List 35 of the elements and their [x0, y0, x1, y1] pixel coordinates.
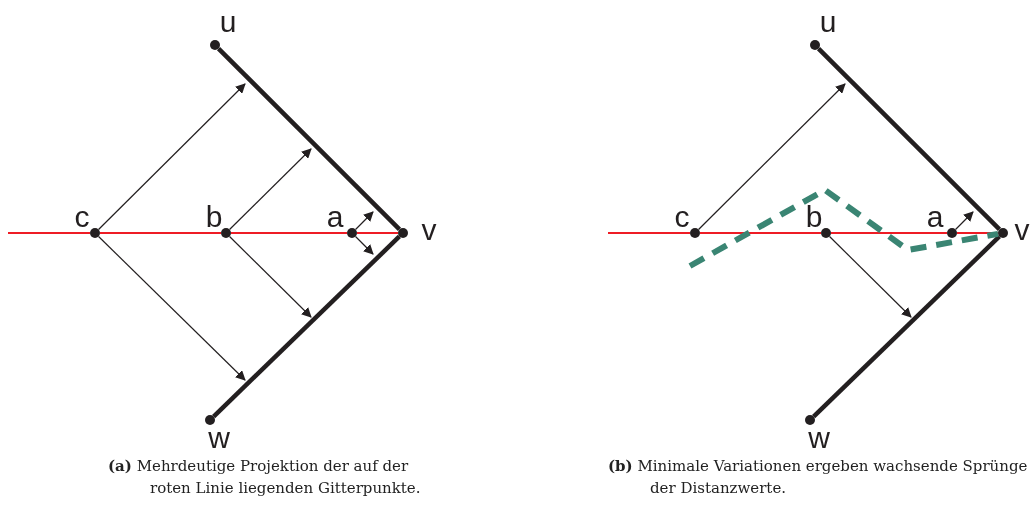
thick-line	[216, 46, 402, 232]
arrow	[697, 83, 846, 231]
thick-line	[812, 234, 1001, 419]
arrow	[954, 211, 974, 231]
point-label: a	[926, 202, 944, 232]
point-label: u	[219, 7, 237, 37]
dashed-path	[688, 186, 999, 269]
line	[607, 232, 691, 234]
line	[7, 232, 91, 234]
point-label: b	[805, 202, 823, 232]
line	[830, 232, 948, 234]
point-label: c	[74, 202, 90, 232]
arrow	[354, 211, 374, 231]
line	[99, 232, 222, 234]
point-label: v	[421, 215, 437, 245]
thick-line	[212, 234, 401, 419]
point-label: u	[819, 7, 837, 37]
arrow	[228, 235, 312, 318]
point-label: w	[808, 423, 830, 453]
figure-caption: (b) Minimale Variationen ergeben wachsende Sprünge der Distanzwerte.	[608, 456, 1029, 499]
point-label: v	[1014, 215, 1030, 245]
point-label: w	[208, 423, 230, 453]
line	[356, 232, 399, 234]
line	[230, 232, 348, 234]
arrow	[97, 83, 246, 231]
arrow	[228, 148, 312, 231]
point-label: c	[674, 202, 690, 232]
thick-line	[816, 46, 1002, 232]
arrow	[828, 235, 912, 318]
arrow	[97, 235, 246, 381]
point-label: b	[205, 202, 223, 232]
line	[699, 232, 822, 234]
point-label: a	[326, 202, 344, 232]
figure-caption: (a) Mehrdeutige Projektion der auf der roten Linie liegenden Gitterpunkte.	[108, 456, 422, 499]
arrow	[354, 235, 374, 255]
